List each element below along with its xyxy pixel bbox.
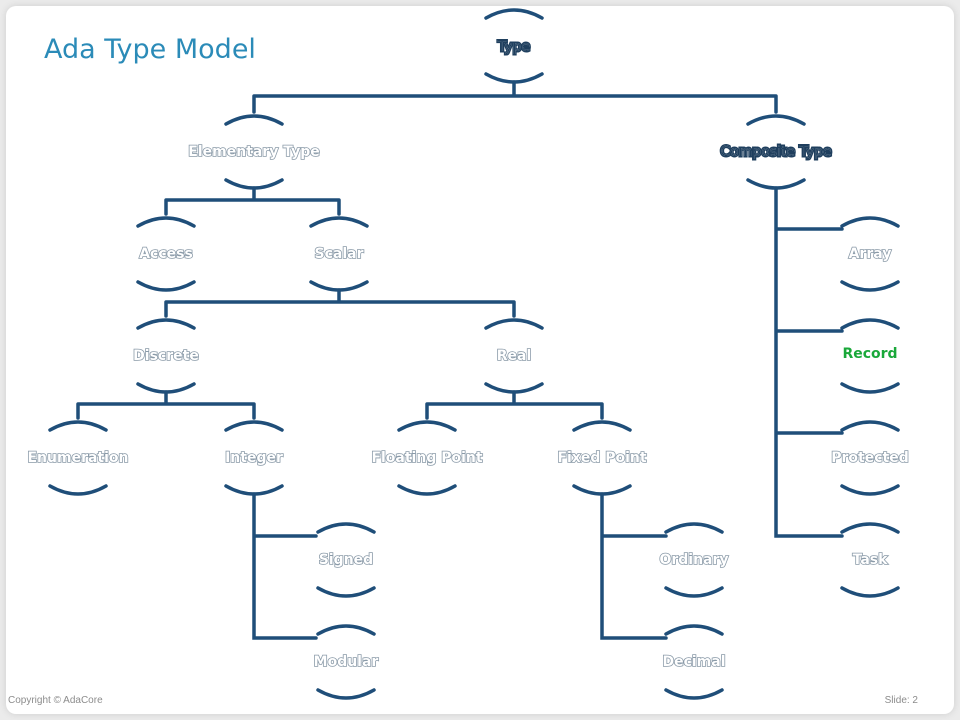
node-array: Array — [849, 246, 892, 262]
node-composite-type-outline: Composite Type — [720, 144, 831, 160]
bracket-access — [136, 216, 196, 292]
node-protected: Protected — [831, 450, 908, 466]
slide-number: Slide: 2 — [884, 695, 918, 706]
bracket-type — [484, 8, 544, 84]
connector-elementary — [164, 186, 341, 216]
node-modular: Modular — [314, 654, 379, 670]
bracket-decimal — [664, 624, 724, 700]
node-real: Real — [497, 348, 532, 364]
bracket-scalar — [309, 216, 369, 292]
bracket-composite — [746, 114, 806, 190]
bracket-floating — [397, 420, 457, 496]
node-decimal: Decimal — [662, 654, 725, 670]
node-signed: Signed — [319, 552, 373, 568]
node-floating-point: Floating Point — [371, 450, 482, 466]
connector-integer — [252, 492, 318, 640]
connector-real — [425, 390, 604, 420]
node-type: Type — [497, 39, 530, 55]
bracket-protected — [840, 420, 900, 496]
slide: Ada Type Model Copyright © AdaCore Slide… — [6, 6, 954, 714]
bracket-array — [840, 216, 900, 292]
node-access: Access — [139, 246, 193, 262]
node-task: Task — [853, 552, 889, 568]
bracket-discrete — [136, 318, 196, 394]
node-discrete: Discrete — [133, 348, 199, 364]
connector-fixed — [600, 492, 668, 640]
node-fixed-point: Fixed Point — [557, 450, 646, 466]
node-elementary-type: Elementary Type — [188, 144, 319, 160]
connector-composite — [774, 186, 844, 538]
bracket-integer — [224, 420, 284, 496]
node-type-outline: Type — [497, 39, 530, 55]
copyright-text: Copyright © AdaCore — [8, 695, 103, 706]
bracket-enumeration — [48, 420, 108, 496]
bracket-modular — [316, 624, 376, 700]
node-composite-type: Composite Type — [720, 144, 831, 160]
node-integer: Integer — [225, 450, 283, 466]
slide-title: Ada Type Model — [44, 34, 256, 65]
connector-type — [252, 80, 778, 114]
bracket-record — [840, 318, 900, 394]
bracket-real — [484, 318, 544, 394]
node-enumeration: Enumeration — [27, 450, 128, 466]
bracket-task — [840, 522, 900, 598]
bracket-elementary — [224, 114, 284, 190]
connector-discrete — [76, 390, 256, 420]
node-ordinary: Ordinary — [659, 552, 728, 568]
bracket-ordinary — [664, 522, 724, 598]
bracket-signed — [316, 522, 376, 598]
bracket-fixed — [572, 420, 632, 496]
node-record: Record — [842, 346, 897, 362]
node-scalar: Scalar — [315, 246, 364, 262]
connector-scalar — [164, 288, 516, 318]
